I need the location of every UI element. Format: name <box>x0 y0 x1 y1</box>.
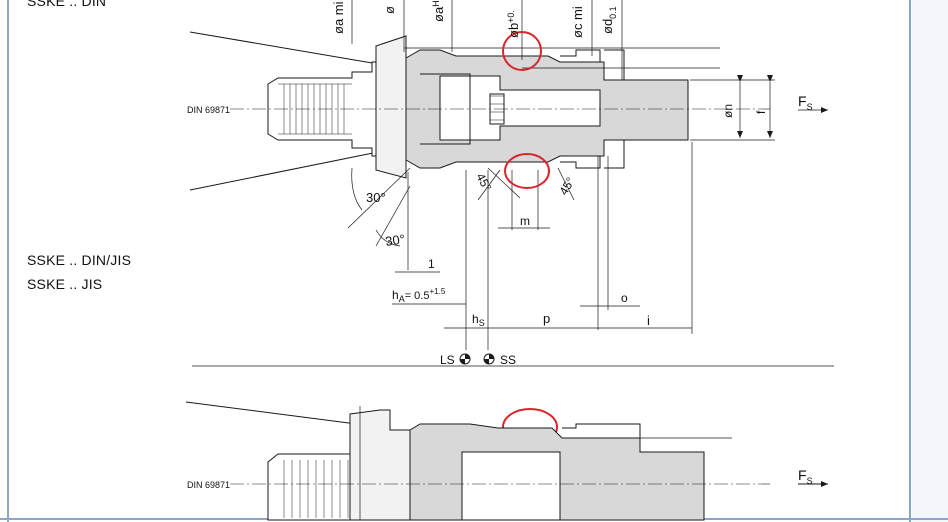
group-label-jis: SSKE .. JIS <box>27 276 103 292</box>
upper-assembly <box>189 0 834 367</box>
ss-symbol <box>483 353 495 365</box>
taper-line-bottom <box>189 151 379 191</box>
drawing-text: DIN 69871 DIN 69871 FS FS øa mi ø øaH øb… <box>187 0 813 490</box>
highlight-ellipse-upper <box>502 31 542 71</box>
label-angle-30-lower: 30° <box>384 231 406 249</box>
right-dimension-lines <box>690 75 828 141</box>
label-dim-hs: hS <box>472 312 485 328</box>
top-title-label: SSKE .. DIN <box>27 0 107 9</box>
taper-line-top <box>189 31 379 65</box>
inner-bore <box>439 75 601 141</box>
label-angle-45-left: 45° <box>473 171 494 194</box>
label-dim-m: m <box>520 214 530 228</box>
label-dia-d: ød0.1 <box>600 6 618 34</box>
highlight-ellipse-lower <box>504 153 550 189</box>
label-dia-b: øb+0. <box>506 10 521 38</box>
label-angle-45-right: 45° <box>556 175 577 198</box>
din-label-lower: DIN 69871 <box>187 480 230 490</box>
label-dim-1: 1 <box>428 257 435 271</box>
top-dimension-lines <box>351 0 720 80</box>
label-ls: LS <box>440 353 455 367</box>
lower-flange <box>349 409 411 521</box>
label-dim-hA: hA= 0.5+1.5 <box>392 287 446 304</box>
label-dia-partial: ø <box>382 6 397 14</box>
ls-symbol <box>459 353 471 365</box>
label-dim-p: p <box>543 311 550 326</box>
label-dim-o: o <box>621 291 628 305</box>
label-angle-30-upper: 30° <box>366 190 386 205</box>
group-label-din-jis: SSKE .. DIN/JIS <box>27 252 132 268</box>
label-f: f <box>754 110 768 114</box>
bottom-dimension-lines <box>347 142 693 350</box>
label-dim-i: i <box>647 313 650 328</box>
label-dia-c-min: øc mi <box>570 6 585 38</box>
label-dia-aH: øaH <box>431 0 446 22</box>
force-label-lower: FS <box>798 467 813 486</box>
lower-taper-line <box>185 401 373 427</box>
label-dia-a-min: øa mi <box>331 1 346 34</box>
force-label-upper: FS <box>798 93 813 112</box>
din-label-upper: DIN 69871 <box>187 105 230 115</box>
lower-assembly <box>185 401 828 521</box>
clamping-sleeve <box>560 49 601 169</box>
label-dia-n: øn <box>721 104 735 118</box>
label-ss: SS <box>500 353 516 367</box>
